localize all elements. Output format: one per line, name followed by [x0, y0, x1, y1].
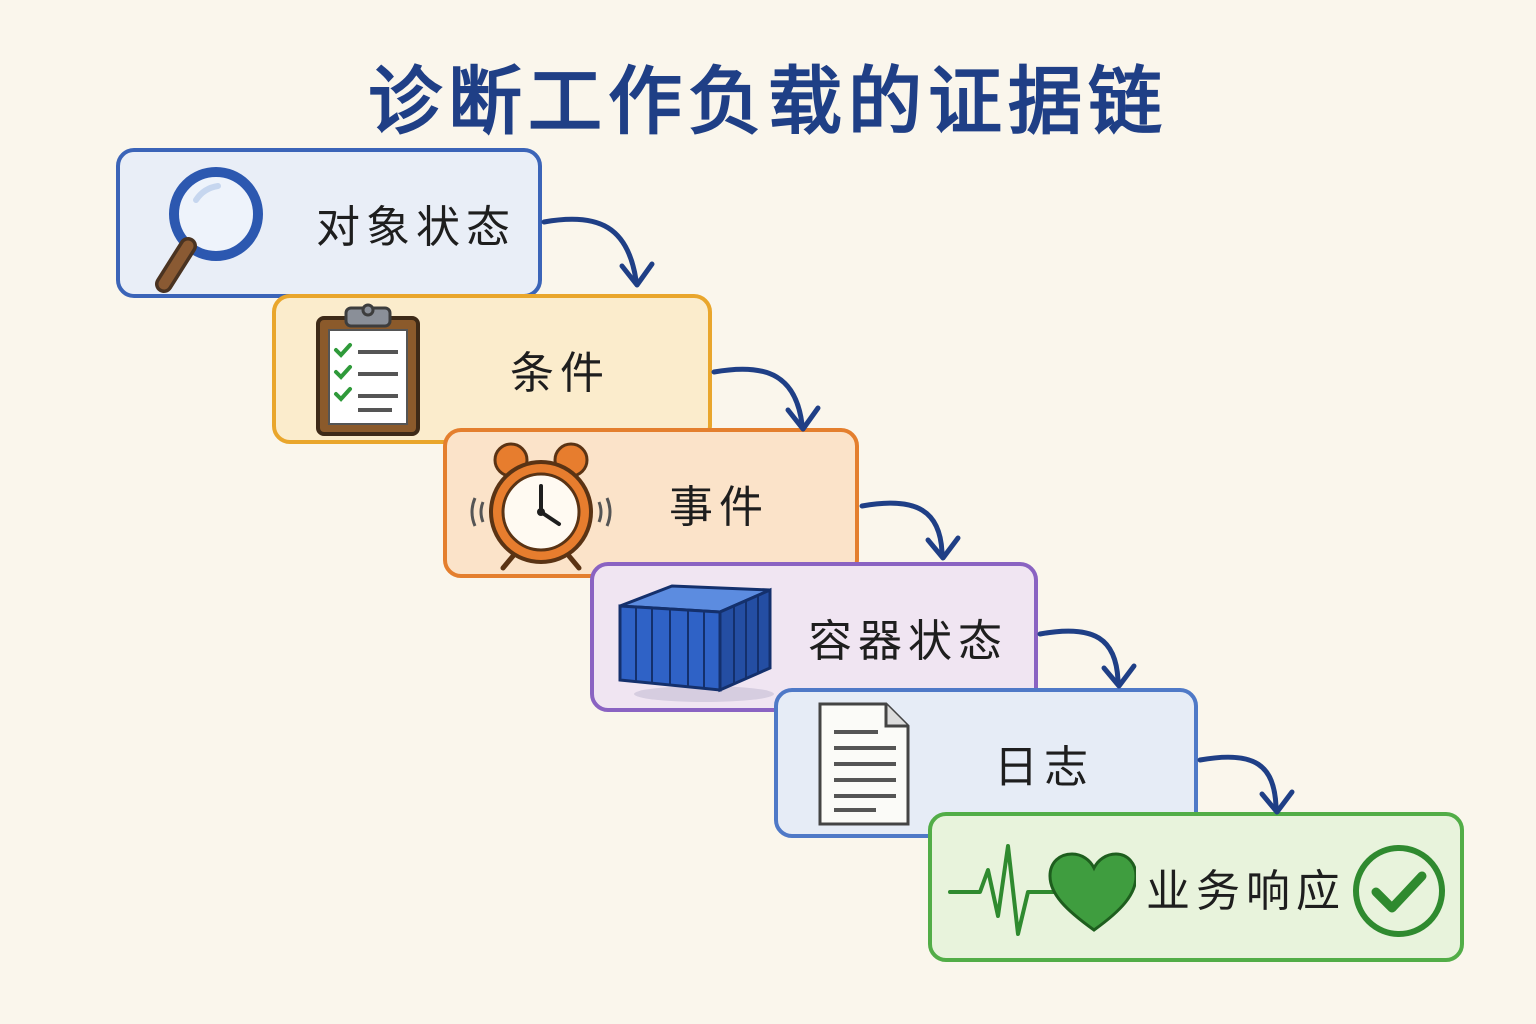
step-container-state: 容器状态	[590, 562, 1038, 712]
arrow-1	[541, 216, 639, 283]
shipping-container-icon	[618, 584, 774, 702]
step-label: 条件	[510, 348, 610, 399]
magnifier-icon	[155, 167, 263, 293]
arrow-5-head	[1259, 789, 1295, 815]
arrow-3	[859, 500, 945, 555]
clipboard-checklist-icon	[316, 303, 420, 436]
arrow-4	[1037, 628, 1121, 683]
step-label: 容器状态	[808, 616, 1008, 667]
alarm-clock-icon	[470, 442, 612, 571]
step-business-response: 业务响应	[928, 812, 1464, 962]
arrow-2	[711, 366, 805, 427]
arrow-4-head	[1101, 663, 1137, 689]
step-label: 业务响应	[1146, 866, 1346, 917]
document-icon	[818, 702, 910, 826]
page-title: 诊断工作负载的证据链	[368, 59, 1168, 145]
step-label: 日志	[994, 742, 1094, 793]
arrow-5	[1197, 754, 1279, 809]
step-object-state: 对象状态	[116, 148, 542, 298]
arrow-3-head	[925, 535, 961, 561]
arrow-1-head	[619, 261, 655, 288]
arrow-2-head	[785, 405, 821, 432]
step-conditions: 条件	[272, 294, 712, 444]
heartbeat-icon	[948, 844, 1136, 936]
step-label: 对象状态	[316, 202, 516, 253]
check-circle-icon	[1353, 845, 1445, 937]
step-events: 事件	[443, 428, 859, 578]
step-label: 事件	[669, 482, 769, 533]
